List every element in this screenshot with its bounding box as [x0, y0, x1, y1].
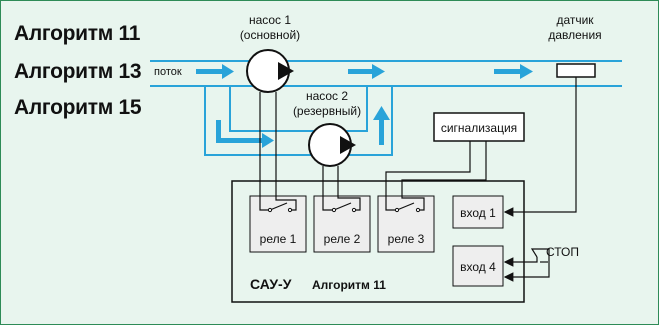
flow-arrows	[196, 64, 533, 148]
flow-label: поток	[154, 66, 182, 78]
controller-algorithm: Алгоритм 11	[312, 278, 386, 292]
pressure-sensor-icon	[556, 63, 596, 78]
pipeline	[150, 60, 622, 156]
relay-contacts	[267, 207, 421, 213]
relay-3	[377, 195, 435, 253]
sensor-label: датчик	[556, 13, 594, 27]
pump-1-sublabel: (основной)	[240, 28, 300, 42]
pump-1-icon	[246, 49, 294, 93]
relay-2-label: реле 2	[324, 232, 361, 246]
alarm-label: сигнализация	[441, 121, 517, 135]
controller-box	[231, 180, 525, 303]
input-1-box	[452, 195, 504, 229]
pump-2-label: насос 2	[306, 89, 348, 103]
relay-1-label: реле 1	[260, 232, 297, 246]
algorithm-15-label: Алгоритм 15	[14, 96, 142, 119]
pump-1-label: насос 1	[249, 13, 291, 27]
stop-switch	[503, 248, 550, 282]
relay-1	[249, 195, 307, 253]
stop-label: СТОП	[546, 245, 579, 259]
relay-3-label: реле 3	[388, 232, 425, 246]
pump-2-sublabel: (резервный)	[293, 104, 361, 118]
pump-2-icon	[308, 123, 356, 167]
relay-wiring	[259, 92, 487, 211]
controller-name: САУ-У	[250, 276, 292, 292]
input-4-label: вход 4	[460, 260, 496, 274]
input-1-label: вход 1	[460, 206, 496, 220]
alarm-box	[433, 112, 525, 142]
sensor-wire	[503, 77, 577, 217]
algorithm-11-label: Алгоритм 11	[14, 22, 141, 45]
algorithm-13-label: Алгоритм 13	[14, 60, 142, 83]
input-4-box	[452, 245, 504, 287]
sensor-sublabel: давления	[548, 28, 601, 42]
